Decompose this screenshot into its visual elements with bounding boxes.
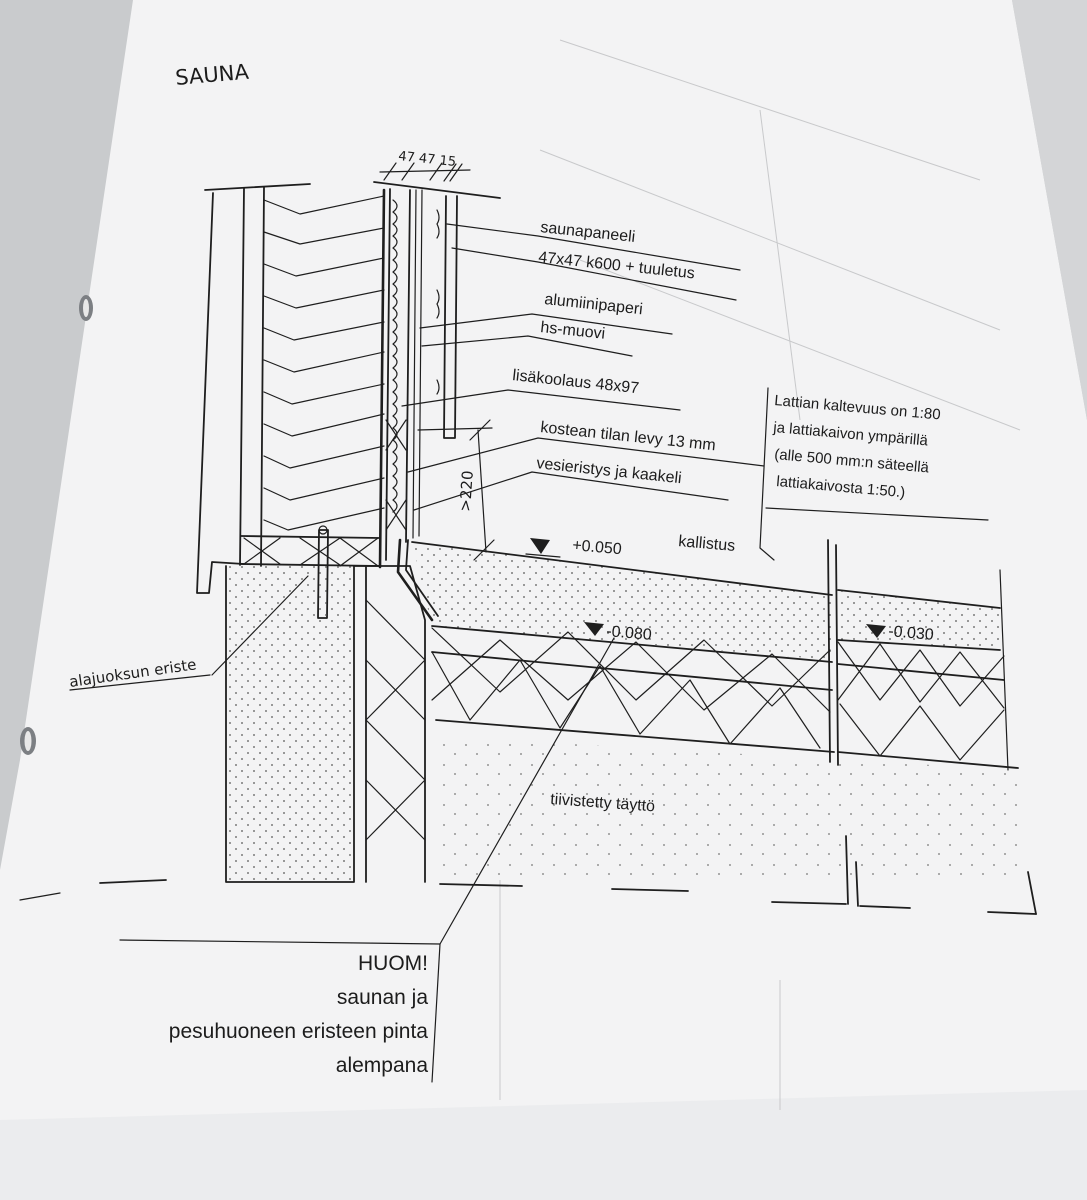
level-marker-bathroom-insulation (866, 624, 886, 638)
note-heading: HUOM! (358, 952, 428, 975)
level-label-sauna-floor: +0.050 (572, 537, 623, 558)
show-through-lines (499, 39, 1021, 1110)
height-dimension-label: >220 (456, 470, 477, 512)
wall-structure (196, 181, 501, 883)
level-marker-sauna-insulation (584, 622, 604, 636)
note-line-2: saunan ja (337, 986, 428, 1009)
leader-lines (69, 223, 989, 1083)
level-label-bathroom-insulation: -0.030 (888, 623, 935, 644)
note-line-4: alempana (336, 1054, 429, 1077)
binder-ring-bottom (20, 727, 36, 755)
slope-label: kallistus (678, 533, 736, 555)
level-label-sauna-insulation: -0.080 (606, 623, 653, 644)
top-dimension: 47 47 15 (379, 149, 471, 182)
note-line-3: pesuhuoneen eristeen pinta (169, 1020, 429, 1043)
layer-label-vapour-barrier: hs-muovi (540, 319, 606, 343)
height-dimension: >220 (417, 419, 495, 561)
binder-ring-top (79, 295, 93, 321)
level-marker-sauna-floor (525, 538, 561, 558)
paper-shadow (1012, 0, 1087, 420)
top-dimension-label: 47 47 15 (398, 149, 457, 170)
